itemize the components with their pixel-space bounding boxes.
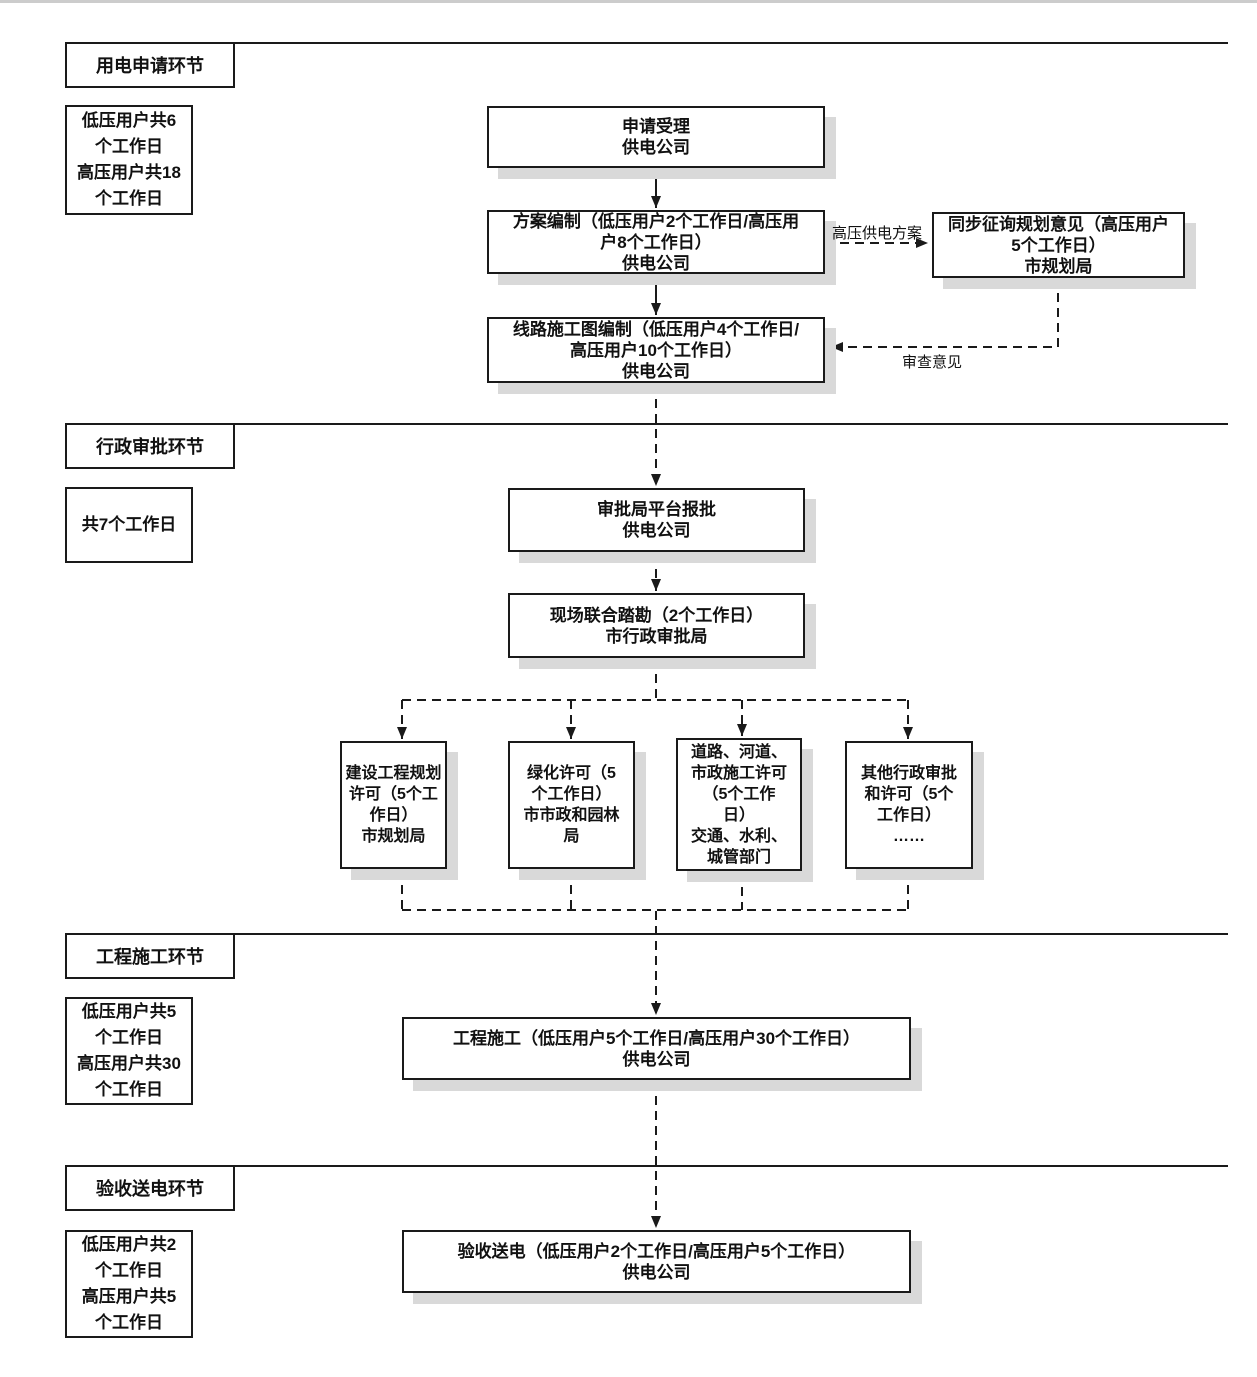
node-acceptance-power-on: 验收送电（低压用户2个工作日/高压用户5个工作日） 供电公司 [402,1230,911,1293]
top-border-line [0,0,1257,3]
node-plan-compilation: 方案编制（低压用户2个工作日/高压用 户8个工作日） 供电公司 [487,210,825,274]
section-header-application: 用电申请环节 [65,42,235,88]
node-joint-site-survey: 现场联合踏勘（2个工作日） 市行政审批局 [508,593,805,658]
node-project-construction: 工程施工（低压用户5个工作日/高压用户30个工作日） 供电公司 [402,1017,911,1080]
node-platform-submission: 审批局平台报批 供电公司 [508,488,805,552]
duration-box-application: 低压用户共6 个工作日 高压用户共18 个工作日 [65,105,193,215]
edge-label-hv-supply-plan: 高压供电方案 [832,225,923,242]
node-apply-acceptance: 申请受理 供电公司 [487,106,825,168]
edge-label-review-opinion: 审查意见 [902,354,963,371]
section-header-acceptance: 验收送电环节 [65,1165,235,1211]
duration-box-approval: 共7个工作日 [65,487,193,563]
section-header-approval: 行政审批环节 [65,423,235,469]
section-divider-3 [235,933,1228,935]
node-permit-road: 道路、河道、 市政施工许可 （5个工作 日） 交通、水利、 城管部门 [676,738,802,871]
node-permit-other: 其他行政审批 和许可（5个 工作日） …… [845,741,973,869]
section-divider-4 [235,1165,1228,1167]
node-line-drawing: 线路施工图编制（低压用户4个工作日/ 高压用户10个工作日） 供电公司 [487,317,825,383]
duration-box-acceptance: 低压用户共2 个工作日 高压用户共5 个工作日 [65,1230,193,1338]
arrow-consult-to-drawing [831,278,1059,352]
node-permit-planning: 建设工程规划 许可（5个工 作日） 市规划局 [340,741,447,869]
duration-box-construction: 低压用户共5 个工作日 高压用户共30 个工作日 [65,997,193,1105]
section-divider-1 [235,42,1228,44]
section-header-construction: 工程施工环节 [65,933,235,979]
node-permit-greening: 绿化许可（5 个工作日） 市市政和园林 局 [508,741,635,869]
node-planning-consult: 同步征询规划意见（高压用户 5个工作日） 市规划局 [932,212,1185,278]
section-divider-2 [235,423,1228,425]
